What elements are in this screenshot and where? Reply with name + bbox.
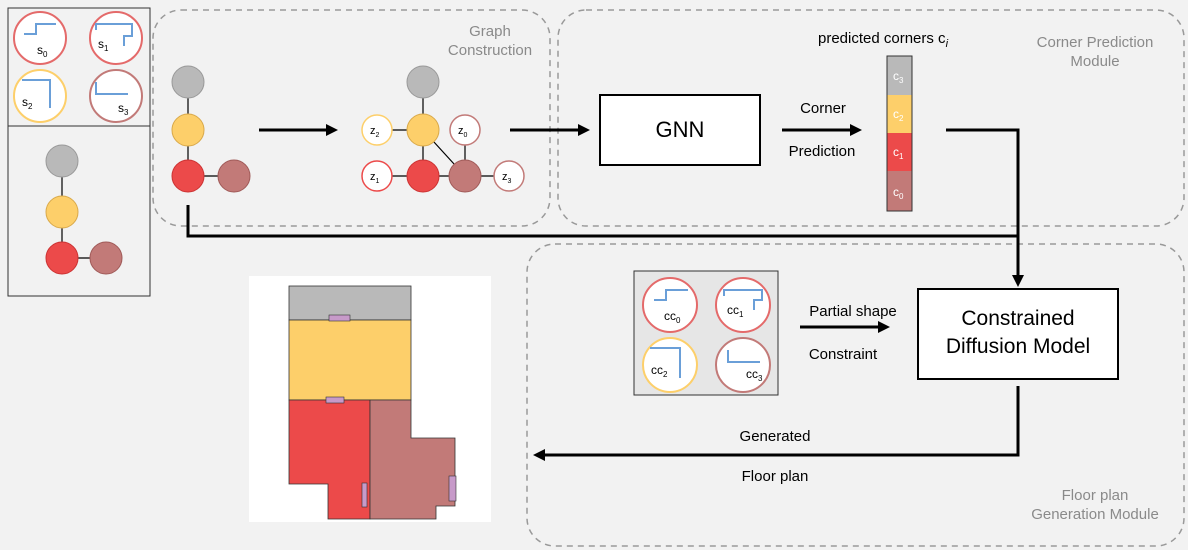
input-graph-panel [7,125,151,297]
svg-text:z0: z0 [458,125,468,139]
predicted-corners-label: predicted corners ci [818,30,948,50]
svg-text:cc2: cc2 [651,363,668,379]
corner-cell-c0 [887,171,912,211]
svg-text:z2: z2 [370,125,380,139]
room-brown [369,399,456,520]
partial-shape-label: Partial shape [809,303,897,320]
sample-s0: s0 [13,11,67,65]
floor-plan [249,276,491,522]
arrow-generated [545,386,1020,457]
constraint-cc1: cc1 [715,277,771,333]
cdm-box [917,288,1119,380]
sample-s1: s1 [89,11,143,65]
graph-construction-title: Graph Construction [445,22,535,60]
sample-s2: s2 [13,69,67,123]
corner-prediction-box [557,9,1185,227]
corner-label-2: Prediction [788,143,856,160]
latent-node-z2: z2 [361,114,393,146]
svg-text:c3: c3 [893,69,904,85]
room-yellow [288,319,412,401]
latent-node-z1: z1 [361,160,393,192]
gnn-box [599,94,761,166]
sample-label: s1 [98,37,109,53]
graph-construction-line-1: Graph [469,23,511,40]
generated-label: Generated [739,428,811,445]
corner-cell-c3 [887,56,912,95]
floor-module-line-2: Generation Module [1031,506,1159,523]
graph-construction-box [152,9,551,227]
graph-skip-connection [186,205,1018,238]
floor-module-line-1: Floor plan [1061,487,1129,504]
constraint-cc2: cc2 [642,337,698,393]
constraint-label: Constraint [808,346,878,363]
door [325,396,345,404]
floor-plan-label: Floor plan [741,468,809,485]
corner-cell-c1 [887,133,912,171]
svg-text:z3: z3 [502,171,512,185]
constraint-panel: cc0 cc1 cc2 cc3 [633,270,779,396]
corner-module-title: Corner Prediction Module [1020,33,1170,71]
graph-construction-line-2: Construction [447,42,533,59]
door [328,314,351,322]
shape-samples-panel: s0 s1 s2 s3 [7,7,151,127]
sample-label: s2 [22,95,33,111]
svg-text:c2: c2 [893,107,904,123]
svg-text:cc3: cc3 [746,367,763,383]
graph-1 [171,65,251,193]
svg-text:z1: z1 [370,171,380,185]
corner-cell-c2 [887,95,912,133]
corner-label-1: Corner [800,100,846,117]
corner-module-line-1: Corner Prediction [1036,34,1154,51]
sample-label: s3 [118,101,129,117]
cdm-label-line-1: Constrained [961,307,1075,330]
graph-2: z2 z0 z1 z3 [361,65,525,193]
latent-node-z3: z3 [493,160,525,192]
door [361,482,368,508]
corner-module-line-2: Module [1070,53,1120,70]
cdm-label: Constrained Diffusion Model [918,305,1118,361]
floorplan-generation-box [526,243,1185,547]
svg-text:c1: c1 [893,145,904,161]
corner-bar: c3 c2 c1 c0 [886,55,913,212]
svg-text:cc0: cc0 [664,309,681,325]
svg-text:cc1: cc1 [727,303,744,319]
room-gray [288,285,412,321]
predicted-corners-text: predicted corners c [818,30,946,47]
floor-module-title: Floor plan Generation Module [1020,486,1170,524]
gnn-label: GNN [655,117,705,142]
constraint-cc3: cc3 [715,337,771,393]
svg-text:c0: c0 [893,185,904,201]
cdm-label-line-2: Diffusion Model [945,335,1091,358]
arrow-corners-to-cdm [946,128,1020,276]
latent-node-z0: z0 [449,114,481,146]
predicted-corners-sub: i [945,38,949,50]
sample-s3: s3 [89,69,143,123]
constraint-cc0: cc0 [642,277,698,333]
door [448,475,457,502]
sample-label: s0 [37,43,48,59]
